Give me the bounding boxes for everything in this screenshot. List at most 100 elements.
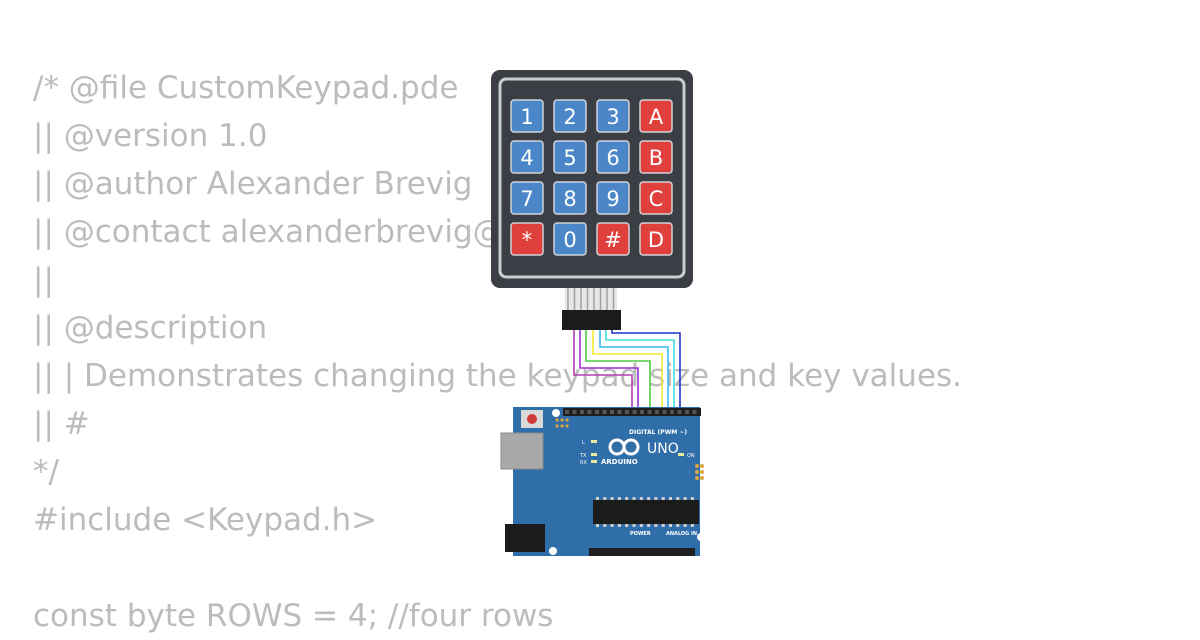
header-pin — [617, 410, 622, 414]
keypad-key-label: A — [649, 105, 664, 129]
keypad-key-cap — [639, 99, 673, 133]
keypad-key[interactable]: * — [510, 222, 544, 256]
rx-led-icon — [591, 460, 597, 463]
l-led-label: L — [582, 440, 585, 446]
keypad-ribbon-cable — [562, 288, 621, 330]
keypad-key[interactable]: 3 — [596, 99, 630, 133]
power-analog-header — [589, 548, 695, 556]
jumper-wire[interactable] — [599, 330, 669, 412]
chip-pin — [676, 524, 680, 527]
code-line: */ — [33, 454, 59, 490]
mount-hole-icon — [549, 547, 557, 555]
header-pin — [632, 410, 637, 414]
header-pin — [587, 410, 592, 414]
keypad-key-cap — [553, 181, 587, 215]
header-pin — [662, 410, 667, 414]
jumper-wire[interactable] — [573, 330, 633, 412]
icsp-pin — [565, 418, 569, 422]
ribbon — [565, 288, 617, 310]
header-pin — [625, 410, 629, 414]
header-pin — [677, 410, 682, 414]
icsp-pin — [700, 470, 704, 474]
keypad-key[interactable]: 4 — [510, 140, 544, 174]
icsp-pin — [560, 424, 564, 428]
keypad-key-label: 0 — [563, 228, 576, 252]
keypad-key-cap — [639, 140, 673, 174]
keypad-key-cap — [639, 222, 673, 256]
keypad-key[interactable]: 5 — [553, 140, 587, 174]
keypad-key[interactable]: 7 — [510, 181, 544, 215]
chip-pin — [632, 497, 636, 500]
mount-hole-icon — [697, 533, 705, 541]
keypad-key-cap — [553, 140, 587, 174]
chip-pin — [596, 524, 599, 527]
keypad-key-cap — [596, 99, 630, 133]
jumper-wire[interactable] — [605, 330, 675, 412]
code-line: /* @file CustomKeypad.pde — [33, 70, 459, 106]
icsp-pin — [560, 418, 564, 422]
header-pin — [685, 410, 689, 414]
header-pin — [572, 410, 577, 414]
keypad-key[interactable]: D — [639, 222, 673, 256]
chip-pin — [683, 524, 687, 527]
keypad-key[interactable]: C — [639, 181, 673, 215]
keypad-key[interactable]: 8 — [553, 181, 587, 215]
wires — [573, 330, 681, 412]
code-line: const byte ROWS = 4; //four rows — [33, 598, 554, 634]
keypad-key-label: 5 — [563, 146, 576, 170]
icsp-pin — [555, 424, 559, 428]
arduino-logo-icon — [622, 438, 640, 456]
on-led-icon — [678, 453, 684, 456]
header-pin — [692, 410, 697, 414]
header-pin — [565, 410, 569, 414]
keypad-key-cap — [639, 181, 673, 215]
icsp-pin — [695, 470, 699, 474]
keypad-key[interactable]: 1 — [510, 99, 544, 133]
board-model: UNO — [647, 441, 679, 457]
keypad-border — [498, 77, 686, 279]
keypad-key-cap — [510, 181, 544, 215]
power-jack — [505, 524, 545, 552]
jumper-wire[interactable] — [579, 330, 639, 412]
jumper-wire[interactable] — [585, 330, 651, 412]
header-pin — [610, 410, 614, 414]
arduino-uno-board[interactable]: UNO ARDUINO DIGITAL (PWM ~) POWER ANALOG… — [500, 407, 705, 556]
keypad-key[interactable]: B — [639, 140, 673, 174]
chip-pin — [647, 497, 651, 500]
keypad-key-cap — [510, 222, 544, 256]
keypad-key[interactable]: 9 — [596, 181, 630, 215]
keypad-key[interactable]: 6 — [596, 140, 630, 174]
mount-hole-icon — [552, 409, 560, 417]
chip-pin — [661, 497, 665, 500]
on-led-label: ON — [687, 453, 695, 459]
keypad-key-label: 9 — [606, 187, 619, 211]
chip-pin — [683, 497, 687, 500]
tx-label: TX — [579, 453, 587, 459]
keypad-key-cap — [596, 222, 630, 256]
l-led-icon — [591, 440, 597, 443]
chip-pin — [690, 524, 694, 527]
jumper-wire[interactable] — [592, 330, 663, 412]
code-line: || # — [33, 406, 90, 442]
keypad-key[interactable]: # — [596, 222, 630, 256]
reset-button[interactable] — [527, 414, 537, 424]
header-pin — [647, 410, 652, 414]
keypad-key[interactable]: 0 — [553, 222, 587, 256]
icsp-pin — [700, 476, 704, 480]
keypad-key-cap — [553, 222, 587, 256]
chip-pin — [654, 524, 658, 527]
board-brand: ARDUINO — [601, 458, 638, 466]
icsp-pin — [700, 464, 704, 468]
code-line: || @description — [33, 310, 268, 346]
keypad-key[interactable]: 2 — [553, 99, 587, 133]
jumper-wire[interactable] — [611, 330, 681, 412]
keypad-key-cap — [510, 99, 544, 133]
keypad-key-label: C — [649, 187, 664, 211]
chip-pin — [690, 497, 694, 500]
chip-pin — [603, 497, 607, 500]
chip-pin — [610, 524, 614, 527]
code-editor-text: /* @file CustomKeypad.pde|| @version 1.0… — [33, 64, 962, 640]
keypad-key[interactable]: A — [639, 99, 673, 133]
